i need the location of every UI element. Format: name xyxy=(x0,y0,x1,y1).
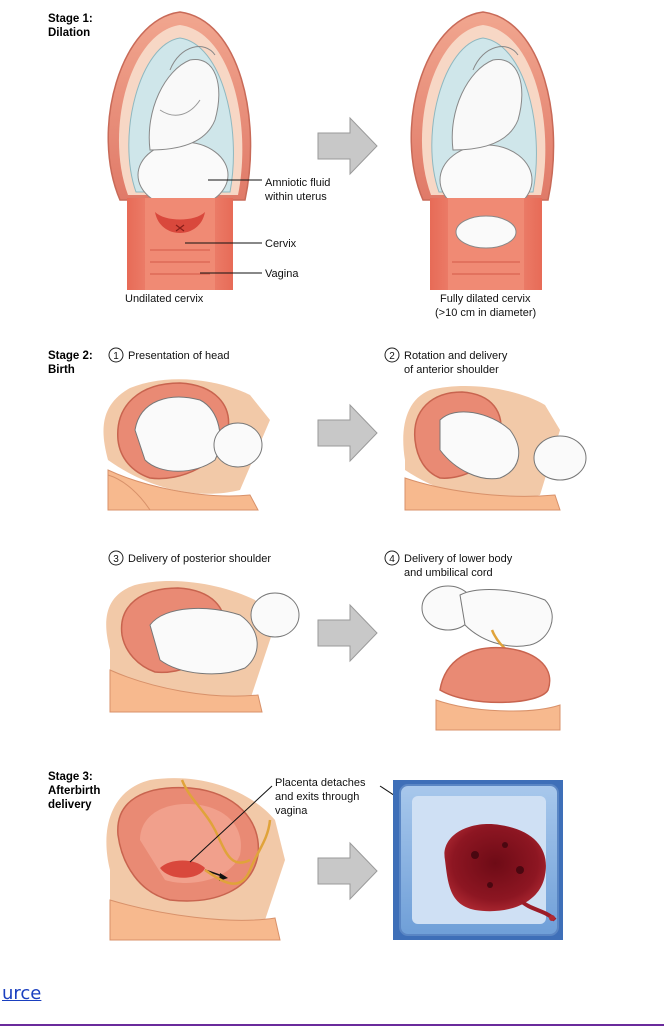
undilated-cervix-caption: Undilated cervix xyxy=(125,293,204,305)
stage2-title-line2: Birth xyxy=(48,364,75,376)
vagina-label: Vagina xyxy=(265,268,299,280)
progress-arrow-icon xyxy=(317,603,378,663)
progress-arrow-icon xyxy=(317,116,378,176)
placenta-label-line3: vagina xyxy=(275,805,308,817)
step3-label: Delivery of posterior shoulder xyxy=(128,553,271,565)
stage3-title: Stage 3: Afterbirth delivery xyxy=(48,771,100,811)
step1-label: Presentation of head xyxy=(128,350,230,362)
step2-label-line2: of anterior shoulder xyxy=(404,364,499,376)
step3-heading: 3 Delivery of posterior shoulder xyxy=(108,550,271,566)
placenta-leader-line xyxy=(189,785,273,863)
placenta-photo xyxy=(393,780,563,940)
stage3-title-line2: Afterbirth xyxy=(48,785,100,797)
step2-illustration xyxy=(403,385,587,511)
step4-label-line1: Delivery of lower body xyxy=(404,553,513,565)
step3-number-badge xyxy=(108,550,124,566)
progress-arrow-icon xyxy=(317,841,378,901)
footer-divider xyxy=(0,1024,664,1026)
stage2-title: Stage 2: Birth xyxy=(48,350,93,376)
stage1-title-line2: Dilation xyxy=(48,27,90,39)
step4-number: 4 xyxy=(389,554,395,565)
amniotic-fluid-label-line2: within uterus xyxy=(264,191,327,203)
progress-arrow-icon xyxy=(317,403,378,463)
dilated-cervix-caption-line2: (>10 cm in diameter) xyxy=(435,307,536,319)
afterbirth-illustration xyxy=(106,778,285,941)
step4-label-line2: and umbilical cord xyxy=(404,567,493,579)
stage3-title-line3: delivery xyxy=(48,799,92,811)
stage1-title-line1: Stage 1: xyxy=(48,13,93,25)
step4-illustration xyxy=(421,585,561,731)
step4-heading: 4 Delivery of lower body and umbilical c… xyxy=(384,550,513,579)
step4-number-badge xyxy=(384,550,400,566)
step3-number: 3 xyxy=(113,554,119,565)
step2-heading: 2 Rotation and delivery of anterior shou… xyxy=(384,347,508,376)
step1-number: 1 xyxy=(113,351,119,362)
uterus-undilated-illustration xyxy=(107,11,252,290)
placenta-label-line2: and exits through xyxy=(275,791,359,803)
step1-heading: 1 Presentation of head xyxy=(108,347,230,363)
stage3-title-line1: Stage 3: xyxy=(48,771,93,783)
source-link[interactable]: urce xyxy=(2,983,42,1004)
step2-number: 2 xyxy=(389,351,395,362)
cervix-label: Cervix xyxy=(265,238,297,250)
uterus-dilated-illustration xyxy=(410,11,555,290)
dilated-cervix-caption-line1: Fully dilated cervix xyxy=(440,293,531,305)
stage2-title-line1: Stage 2: xyxy=(48,350,93,362)
step1-number-badge xyxy=(108,347,124,363)
stage1-title: Stage 1: Dilation xyxy=(48,13,93,39)
step2-number-badge xyxy=(384,347,400,363)
step1-illustration xyxy=(103,379,271,511)
step3-illustration xyxy=(106,580,300,713)
amniotic-fluid-label-line1: Amniotic fluid xyxy=(265,177,330,189)
placenta-label-line1: Placenta detaches xyxy=(275,777,366,789)
step2-label-line1: Rotation and delivery xyxy=(404,350,508,362)
